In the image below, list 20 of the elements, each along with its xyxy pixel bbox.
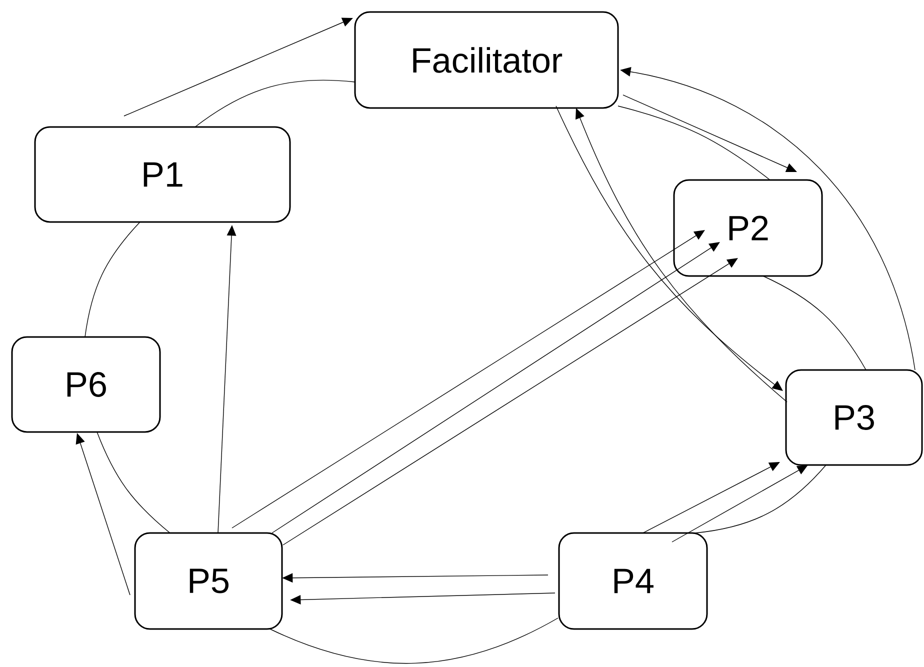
arrow — [642, 462, 780, 534]
arrow — [124, 18, 353, 116]
process-box: P4 — [558, 532, 708, 630]
connector-line — [194, 80, 356, 128]
process-box: Facilitator — [354, 11, 619, 109]
arrow — [76, 433, 130, 596]
process-box: P3 — [785, 369, 923, 466]
process-box: P2 — [673, 179, 823, 277]
arrow — [232, 230, 705, 528]
connector-line — [694, 464, 826, 534]
process-box: P5 — [134, 532, 283, 630]
connector-line — [84, 222, 140, 338]
arrow — [672, 465, 808, 542]
connector-line — [96, 432, 170, 534]
process-box: P6 — [11, 336, 161, 433]
connector-line — [270, 618, 558, 664]
process-box: P1 — [34, 126, 291, 223]
connector-line — [618, 106, 770, 180]
arrow — [622, 94, 797, 172]
connector-line — [762, 276, 866, 370]
